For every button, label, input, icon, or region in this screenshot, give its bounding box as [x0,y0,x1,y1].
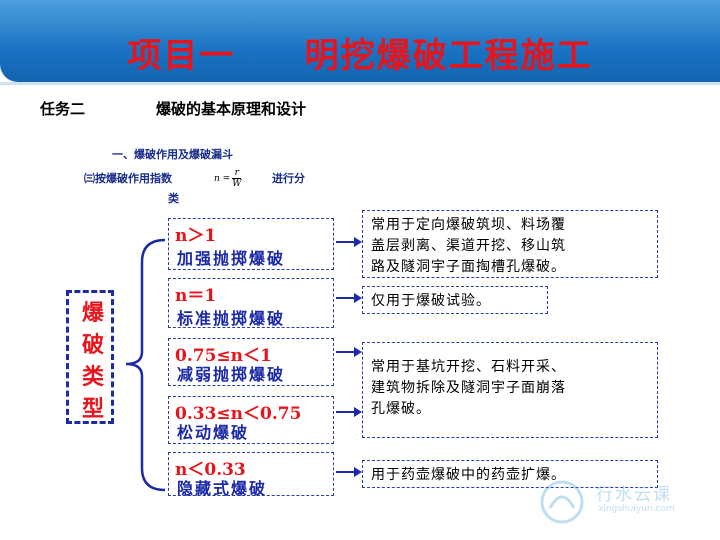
header-banner [0,0,720,82]
type-char: 类 [81,364,104,390]
formula-lhs: n = [214,174,231,184]
type-name: 标准抛掷爆破 [177,309,286,328]
watermark-url: xingshuiyun.com [598,504,675,514]
description-hidden: 用于药壶爆破中的药壶扩爆。 [362,460,658,488]
description-line: 常用于基坑开挖、石料开采、 [371,359,566,375]
header-divider [0,82,720,85]
watermark-logo-icon [540,480,584,524]
task-name: 爆破的基本原理和设计 [156,100,307,118]
type-name: 加强抛掷爆破 [177,249,286,268]
section-heading: 一、爆破作用及爆破漏斗 [112,148,233,161]
formula-numerator: r [232,168,242,179]
type-condition: n＝1 [175,286,217,306]
watermark: 行水云课 xingshuiyun.com [536,478,716,526]
description-line: 仅用于爆破试验。 [371,293,491,309]
brace [125,238,166,492]
blast-type-label: 爆 破 类 型 [66,290,114,424]
type-condition: n＞1 [175,226,217,246]
type-box-loosening: 0.33≤n＜0.75 松动爆破 [168,396,334,444]
type-name: 减弱抛掷爆破 [177,365,286,384]
type-name: 隐藏式爆破 [177,479,268,498]
classification-wrap: 类 [168,192,179,205]
type-condition: n＜0.33 [175,460,246,480]
description-line: 建筑物拆除及隧洞宇子面崩落 [371,380,566,396]
type-char: 爆 [81,300,104,326]
description-line: 用于药壶爆破中的药壶扩爆。 [371,467,566,483]
type-char: 型 [81,396,104,422]
type-box-standard-throw: n＝1 标准抛掷爆破 [168,278,334,328]
type-condition: 0.33≤n＜0.75 [175,404,302,424]
page-title: 项目一 明挖爆破工程施工 [127,36,593,76]
description-line: 常用于定向爆破筑坝、料场覆 [371,217,566,233]
type-box-hidden: n＜0.33 隐藏式爆破 [168,452,334,498]
type-box-enhanced-throw: n＞1 加强抛掷爆破 [168,218,334,270]
description-enhanced: 常用于定向爆破筑坝、料场覆 盖层剥离、渠道开挖、移山筑 路及隧洞宇子面掏槽孔爆破… [362,210,658,278]
watermark-name: 行水云课 [596,485,672,505]
type-box-reduced-throw: 0.75≤n＜1 减弱抛掷爆破 [168,338,334,386]
description-reduced-loosening: 常用于基坑开挖、石料开采、 建筑物拆除及隧洞宇子面崩落 孔爆破。 [362,342,658,438]
type-name: 松动爆破 [177,423,250,442]
description-line: 盖层剥离、渠道开挖、移山筑 [371,238,566,254]
classification-suffix: 进行分 [272,172,305,185]
description-line: 路及隧洞宇子面掏槽孔爆破。 [371,259,566,275]
type-char: 破 [81,332,104,358]
description-standard: 仅用于爆破试验。 [362,286,548,314]
formula-denominator: W [232,179,242,189]
task-number: 任务二 [40,100,86,118]
description-line: 孔爆破。 [371,401,431,417]
type-condition: 0.75≤n＜1 [175,346,272,366]
classification-prefix: ㈢按爆破作用指数 [84,172,172,185]
